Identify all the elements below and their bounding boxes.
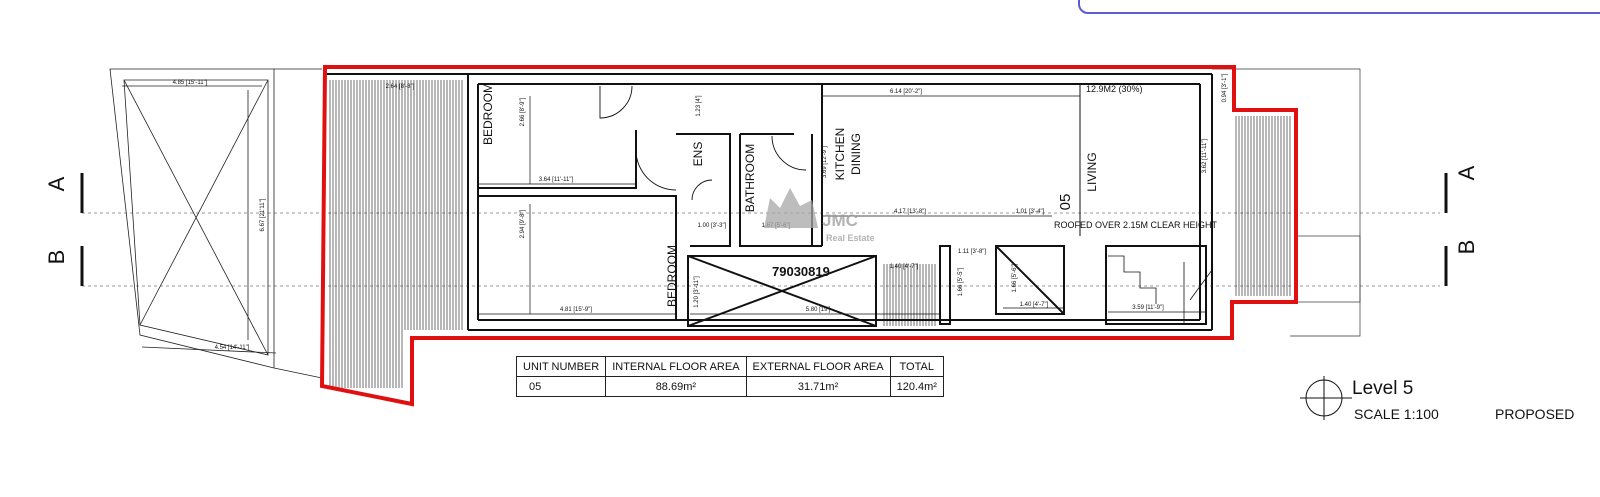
title-block: Level 5 SCALE 1:100 PROPOSED [1300, 372, 1596, 432]
stair-steps [1108, 255, 1157, 304]
neighbour-outline [1212, 68, 1361, 337]
dim-d9: 3.62 [11'-11"] [1202, 138, 1208, 173]
dim-d1: 4.85 [15'-11"] [173, 80, 208, 86]
level-title: Level 5 [1352, 378, 1414, 399]
stair-arrow [1189, 269, 1213, 301]
wall-bath [739, 134, 822, 247]
pillar [939, 245, 951, 325]
walls [325, 73, 1213, 331]
table-header-cell: UNIT NUMBER [515, 356, 607, 377]
room-label-ens: ENS [691, 142, 705, 167]
section-markers [80, 173, 1448, 286]
lift-box-cross [995, 245, 1065, 315]
void-cross-2 [139, 79, 269, 326]
status-label: PROPOSED [1495, 406, 1575, 422]
door-bedroom-2 [635, 149, 677, 191]
watermark-sub: Real Estate [826, 233, 875, 243]
dim-d18: 1.23 [4'] [696, 95, 702, 116]
section-lines [82, 212, 1440, 287]
doors [599, 85, 807, 201]
section-label-b-left: B [44, 250, 69, 265]
lift-shaft [687, 255, 877, 327]
section-label-b-right: B [1454, 240, 1479, 255]
section-label-a-right: A [1454, 165, 1479, 180]
dim-d13: 1.00 [3'-3"] [698, 223, 727, 229]
room-label-bedroom-1: BEDROOM [481, 83, 495, 145]
dimension-lines [478, 95, 1213, 315]
reference-code: 79030819 [772, 264, 830, 279]
door-bedroom-1 [599, 85, 633, 119]
void-bottom-edge [273, 367, 323, 379]
wall-ens [676, 133, 731, 247]
area-note: 12.9M2 (30%) [1086, 84, 1143, 94]
wall-bedroom-1 [478, 130, 637, 189]
table-cell: 88.69m² [605, 376, 747, 397]
wall-bedroom-2 [478, 195, 677, 320]
table-header-cell: INTERNAL FLOOR AREA [605, 356, 747, 377]
dim-d25: 1.66 [5'-6"] [1012, 263, 1018, 292]
dim-d20: 1.20 [3'-11"] [694, 276, 700, 308]
dim-d16: 1.40 [4'-7"] [1020, 302, 1049, 308]
void-outline [109, 68, 275, 369]
dim-d8: 6.14 [20'-2"] [890, 89, 922, 95]
dim-d2: 4.54 [14'-11"] [215, 345, 250, 351]
door-ens [691, 179, 713, 201]
room-label-bathroom: BATHROOM [743, 144, 757, 212]
table-cell: 120.4m² [889, 376, 944, 397]
dim-d7: 4.81 [15'-9"] [560, 307, 592, 313]
room-label-living: LIVING [1085, 152, 1099, 191]
dim-d17: 3.59 [11'-9"] [1132, 305, 1164, 311]
right-terrace-hatch [1235, 116, 1291, 296]
dim-d10: 4.17 [13'-8"] [894, 209, 926, 215]
scale-label: SCALE 1:100 [1354, 406, 1439, 422]
roof-note: ROOFED OVER 2.15M CLEAR HEIGHT [1054, 220, 1218, 230]
dim-d5: 3.64 [11'-11"] [539, 177, 574, 183]
dimension-labels: 4.85 [15'-11"] 4.54 [14'-11"] 6.67 [21'1… [173, 73, 1228, 351]
section-label-a-left: A [44, 176, 69, 191]
table-header-cell: TOTAL [889, 356, 944, 377]
unit-boundary [319, 65, 1298, 407]
room-label-kitchen: KITCHEN [833, 128, 847, 181]
dim-line-d2 [141, 346, 277, 354]
room-label-dining: DINING [849, 133, 863, 175]
room-labels: BEDROOM BEDROOM ENS BATHROOM KITCHEN DIN… [481, 83, 1218, 307]
left-terrace-hatch [329, 80, 463, 388]
watermark-brand: JMC [822, 211, 858, 230]
stair-box [1105, 245, 1207, 325]
room-label-bedroom-2: BEDROOM [665, 245, 679, 307]
dim-d15: 1.11 [3'-8"] [958, 249, 987, 255]
selection-frame [1078, 0, 1600, 14]
table-cell: 31.71m² [745, 376, 891, 397]
table-header-cell: EXTERNAL FLOOR AREA [745, 356, 891, 377]
lift-box [995, 245, 1065, 315]
neighbour-box [1295, 235, 1361, 303]
dim-d24: 2.64 [8'-8"] [386, 84, 415, 90]
dim-d4: 2.66 [8'-9"] [520, 97, 526, 126]
unit-number-label: 05 [1057, 194, 1074, 211]
area-schedule-table: UNIT NUMBER INTERNAL FLOOR AREA EXTERNAL… [515, 356, 944, 397]
dim-d6: 2.94 [9'-8"] [520, 209, 526, 238]
dim-d19: 3.69 [12'-9"] [822, 146, 828, 178]
dim-d12: 5.80 [19'] [806, 307, 831, 313]
table-header-row: UNIT NUMBER INTERNAL FLOOR AREA EXTERNAL… [515, 356, 944, 377]
balcony-hatch [883, 264, 936, 326]
staircase [1108, 255, 1213, 324]
level-marker-icon [1300, 376, 1352, 420]
dim-d11: 1.01 [3'-4"] [1016, 209, 1045, 215]
table-cell: 05 [515, 376, 607, 397]
watermark-logo: JMC Real Estate [764, 188, 875, 243]
skyline-icon [764, 188, 818, 228]
dim-d3: 6.67 [21'11"] [260, 198, 266, 231]
dim-d22: 1.66 [5'-5"] [958, 267, 964, 296]
door-bathroom [771, 135, 807, 171]
dim-d23: 0.94 [3'-1"] [1222, 73, 1228, 102]
dim-d21: 1.40 [4'-7"] [890, 264, 919, 270]
table-row: 05 88.69m² 31.71m² 120.4m² [515, 376, 944, 397]
left-void [109, 68, 323, 379]
